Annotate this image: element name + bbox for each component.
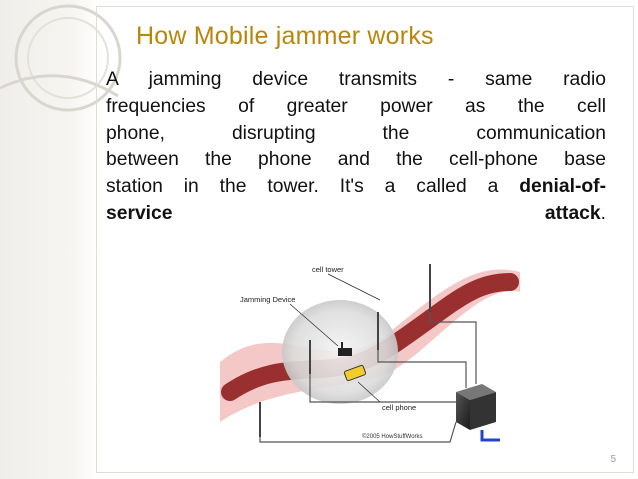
body-line-1: A jamming device transmits - same radio — [106, 69, 606, 90]
body-paragraph: A jamming device transmits - same radio … — [106, 67, 606, 228]
slide-title: How Mobile jammer works — [136, 22, 434, 50]
label-cell-phone: cell phone — [382, 403, 416, 412]
circle-decoration — [0, 4, 122, 112]
body-line-5-text: station in the tower. It's a called a — [106, 176, 520, 198]
cell-phone-icon — [343, 364, 367, 382]
label-jamming-device: Jamming Device — [240, 295, 295, 304]
jamming-device-icon — [338, 348, 352, 356]
jammer-diagram: cell tower Jamming Device cell phone ©20… — [220, 264, 520, 443]
attack-term: attack — [544, 202, 601, 224]
copyright-label: ©2005 HowStuffWorks — [362, 433, 423, 440]
body-line-3: phone, disrupting the communication — [106, 122, 606, 144]
base-station-icon — [456, 384, 500, 442]
service-term: service — [106, 202, 173, 224]
page-number: 5 — [610, 454, 616, 465]
body-line-5: station in the tower. It's a called a de… — [106, 174, 606, 201]
tower-icon — [259, 264, 431, 437]
period: . — [600, 202, 606, 224]
label-cell-tower: cell tower — [312, 265, 344, 274]
attack-wrap: attack. — [545, 201, 606, 228]
denial-of-term: denial-of- — [519, 176, 606, 198]
body-line-6: service attack. — [106, 201, 606, 228]
body-line-4: between the phone and the cell-phone bas… — [106, 149, 606, 171]
body-line-2: frequencies of greater power as the cell — [106, 95, 606, 117]
